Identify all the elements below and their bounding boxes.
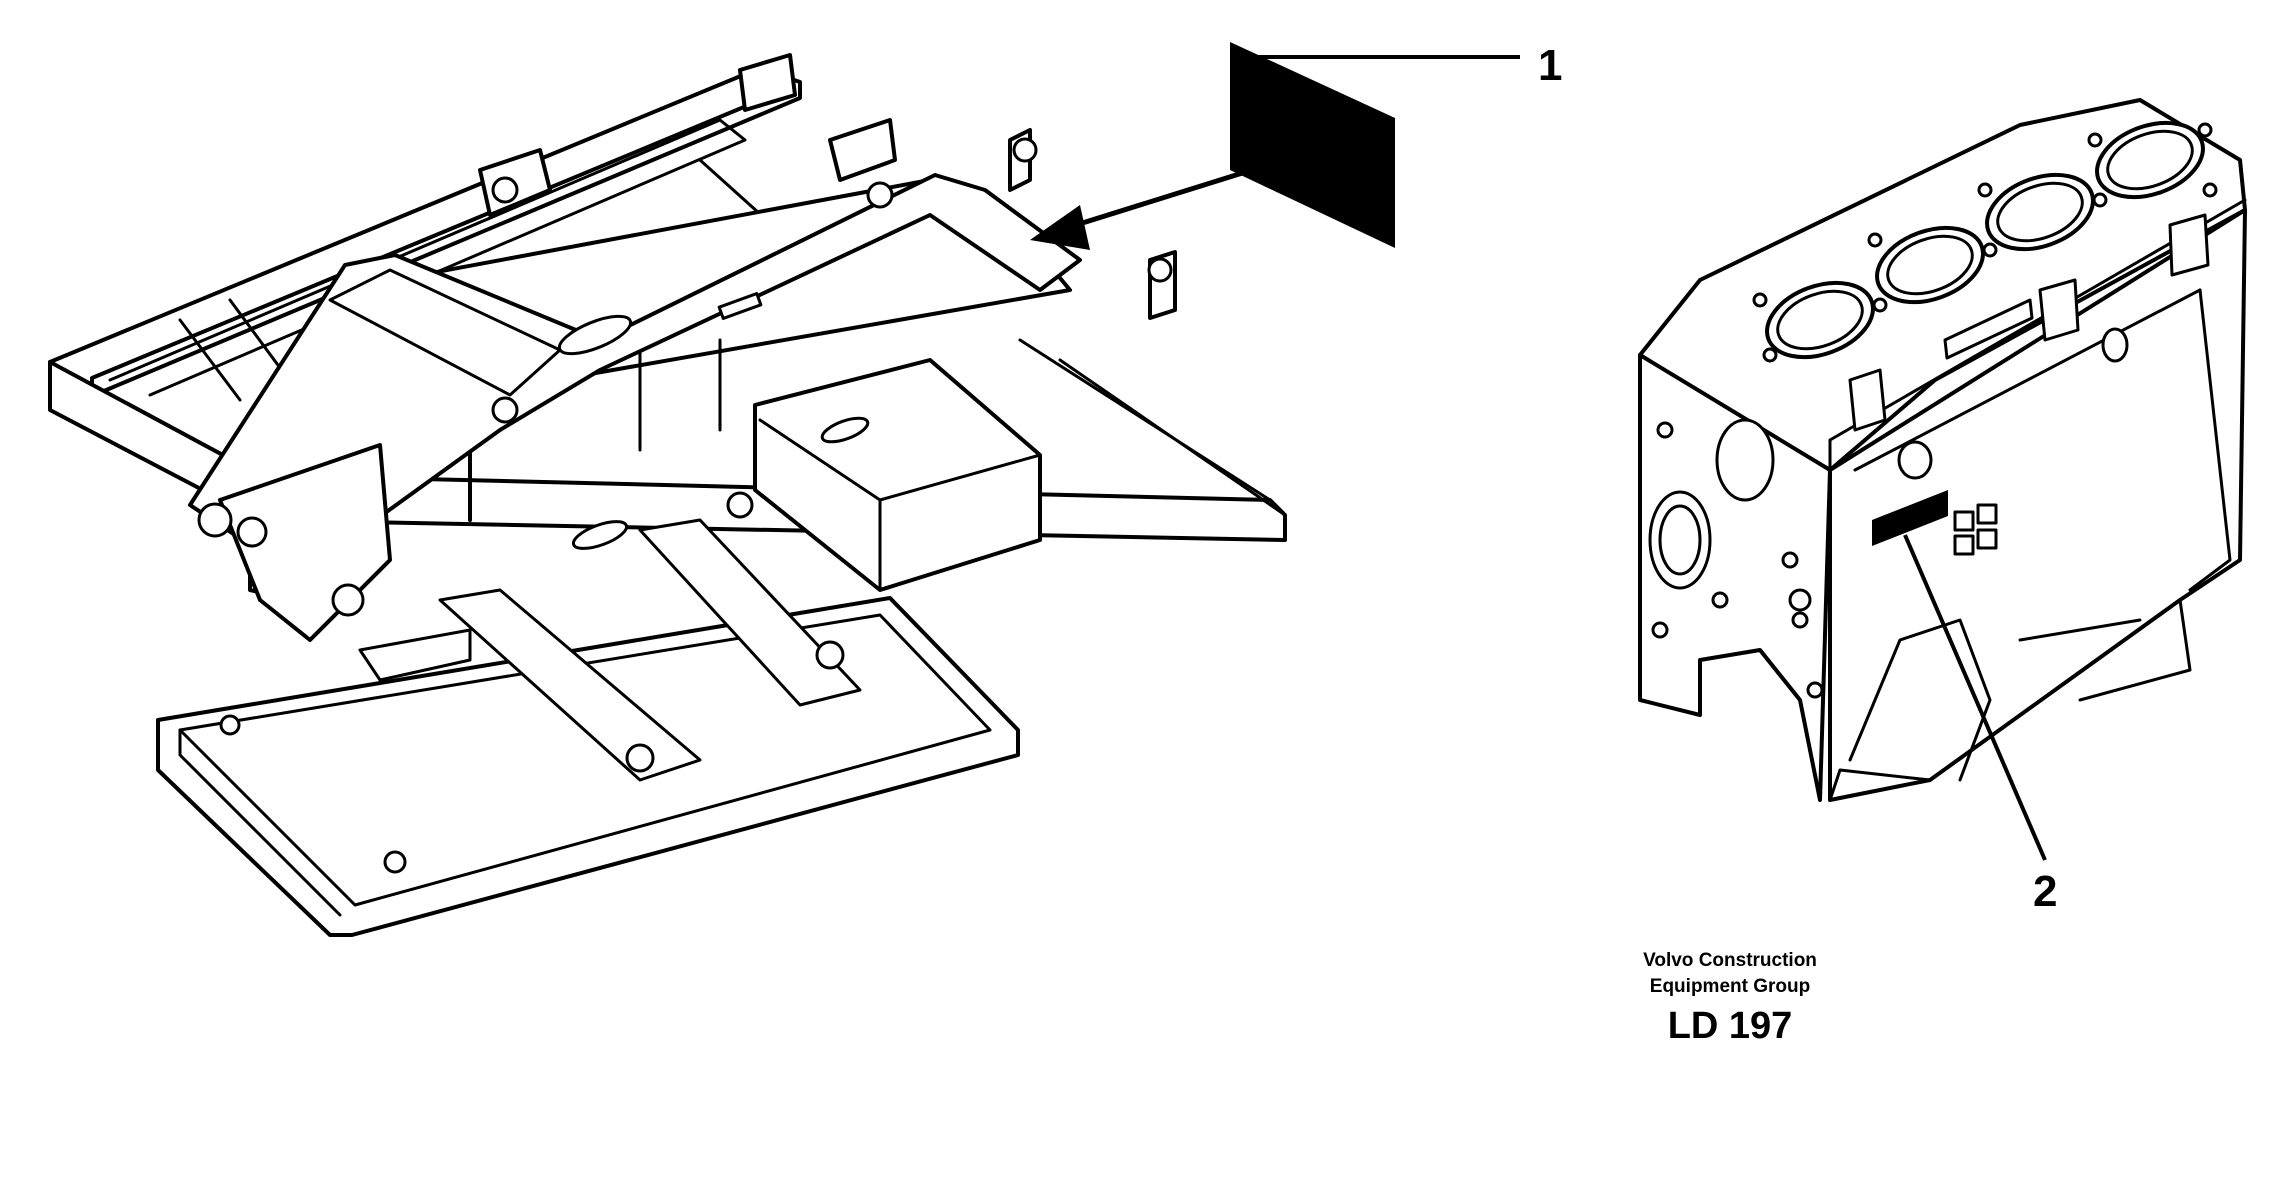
box-housing (753, 358, 1042, 592)
pivot-pins (197, 137, 1173, 874)
engine-front-face (1638, 353, 1832, 802)
slot-openings (557, 292, 870, 550)
callout-number-1: 1 (1538, 41, 1563, 90)
label-plate-2 (1872, 490, 2047, 861)
publisher-line-1: Volvo Construction (1643, 950, 1817, 971)
machine-frame-drawing (48, 53, 1287, 937)
cylinder-bores (1765, 120, 2205, 360)
deck-bolt-holes (1752, 122, 2218, 363)
engine-block-drawing (1638, 98, 2247, 802)
front-face-holes (1648, 418, 1824, 699)
callout-number-2: 2 (2033, 867, 2058, 916)
publisher-line-2: Equipment Group (1649, 976, 1811, 997)
label-plate-1 (1030, 42, 1520, 250)
figure-code: LD 197 (1667, 1005, 1793, 1047)
